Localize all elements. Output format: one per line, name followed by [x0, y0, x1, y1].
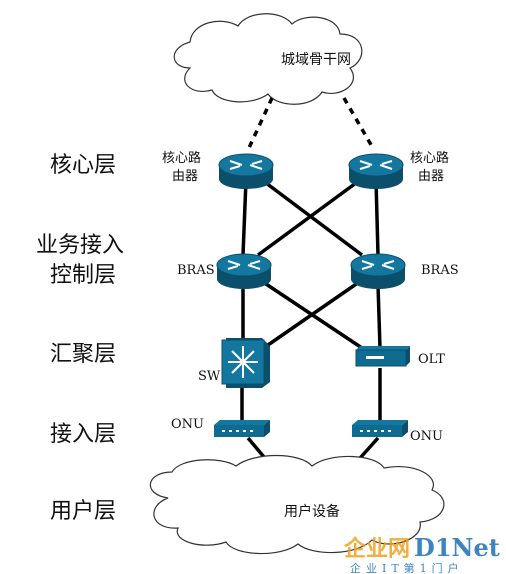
link-bras-right-olt: [376, 284, 382, 349]
layer-label-access: 接入层: [50, 422, 116, 447]
svg-text:D1Net: D1Net: [414, 533, 500, 562]
backbone-link-left: [246, 97, 274, 151]
core-router-right-label-line1: 核心路: [410, 150, 449, 166]
link-core-left-bras-left: [241, 179, 248, 256]
router-arrows-icon: [359, 160, 393, 170]
svg-text:企业网: 企业网: [343, 536, 410, 562]
layer-label-service-access-line1: 业务接入: [36, 233, 124, 258]
network-links: [240, 178, 382, 478]
layer-label-service-access-line2: 控制层: [50, 263, 116, 288]
core-router-right-label-line2: 由器: [418, 169, 444, 184]
d1net-watermark-logo: 企业网 D1Net 企业IT第1门户: [343, 533, 500, 574]
link-bras-right-sw: [267, 278, 363, 347]
core-router-left-label-line2: 由器: [172, 169, 198, 184]
core-router-left: [218, 153, 274, 189]
backbone-links: [246, 97, 376, 151]
core-router-right: [348, 153, 404, 189]
metro-backbone-cloud: 城域骨干网: [173, 13, 363, 105]
bras-right-label: BRAS: [421, 263, 459, 278]
olt-device: [355, 346, 410, 367]
layer-label-core: 核心层: [50, 153, 116, 178]
onu-left-label: ONU: [171, 417, 204, 432]
layer-label-aggregation: 汇聚层: [50, 342, 116, 367]
backbone-link-right: [342, 97, 376, 151]
router-arrows-icon: [361, 260, 395, 270]
router-arrows-icon: [227, 260, 261, 270]
router-arrows-icon: [229, 160, 263, 170]
onu-right: [352, 420, 408, 437]
user-equipment-label: 用户设备: [284, 503, 340, 520]
onu-left: [214, 420, 270, 437]
link-core-right-bras-left: [256, 178, 362, 257]
onu-right-label: ONU: [410, 429, 443, 444]
link-core-left-bras-right: [260, 178, 364, 257]
link-core-right-bras-right: [374, 179, 380, 256]
aggregation-switch: [221, 338, 270, 388]
bras-router-left: [216, 253, 272, 289]
layer-label-user: 用户层: [50, 499, 116, 524]
core-router-left-label-line1: 核心路: [162, 150, 201, 166]
sw-label: SW: [198, 369, 221, 384]
olt-label: OLT: [418, 352, 445, 367]
svg-text:企业IT第1门户: 企业IT第1门户: [350, 561, 464, 574]
switch-arrows-icon: [228, 346, 258, 378]
user-equipment-cloud: 用户设备: [149, 454, 445, 555]
bras-router-right: [350, 253, 406, 289]
bras-left-label: BRAS: [177, 263, 215, 278]
metro-backbone-label: 城域骨干网: [281, 52, 351, 68]
